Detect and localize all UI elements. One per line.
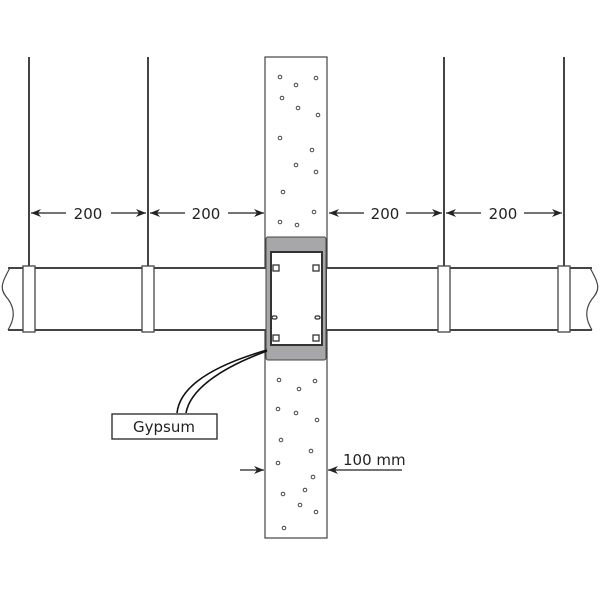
pipe-break-symbol <box>1 267 14 331</box>
gypsum-fill <box>265 236 327 361</box>
wall-thickness-label: 100 mm <box>343 451 406 469</box>
gypsum-label-box <box>111 413 218 440</box>
pipe-clamps <box>22 265 571 333</box>
gypsum-leader <box>176 349 268 414</box>
dimension-label: 200 <box>489 205 518 223</box>
dimension-label: 200 <box>192 205 221 223</box>
pipe-break-symbol <box>586 267 599 331</box>
dimension-label: 200 <box>74 205 103 223</box>
hanger-rods <box>28 57 565 266</box>
aggregate-dots <box>275 74 321 531</box>
pipe-right <box>327 267 599 331</box>
pipe-left <box>1 267 266 331</box>
gypsum-label: Gypsum <box>133 418 195 436</box>
dimension-label: 200 <box>371 205 400 223</box>
